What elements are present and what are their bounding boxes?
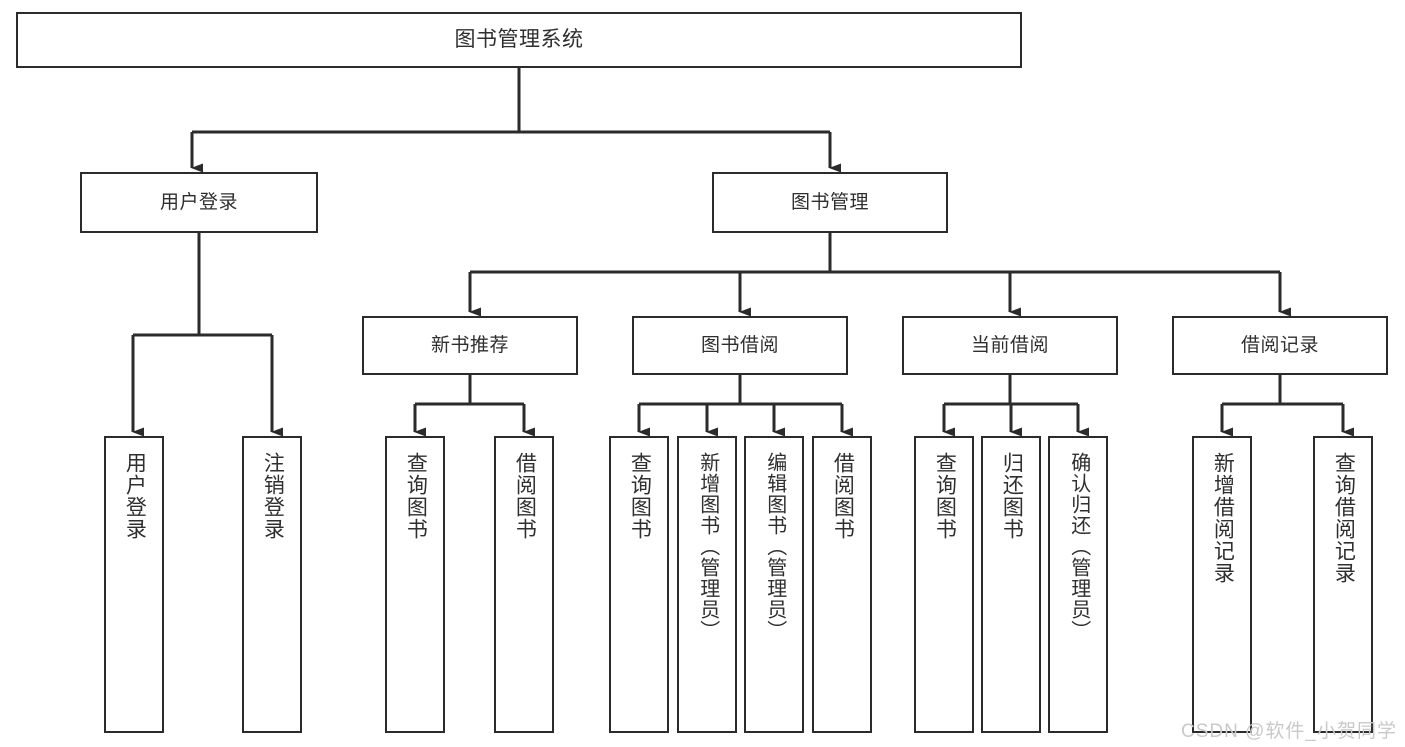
leaf-borrow-book-1[interactable]: 借阅图书: [494, 436, 554, 733]
node-current-borrow-label: 当前借阅: [970, 334, 1049, 356]
leaf-add-record[interactable]: 新增借阅记录: [1192, 436, 1252, 733]
leaf-user-login-label: 用户登录: [123, 452, 147, 540]
leaf-confirm-return[interactable]: 确认归还（管理员）: [1048, 436, 1108, 733]
leaf-query-book-2-label: 查询图书: [628, 452, 652, 540]
leaf-query-record-label: 查询借阅记录: [1332, 452, 1356, 584]
node-root-label: 图书管理系统: [454, 28, 584, 52]
leaf-user-logout-label: 注销登录: [261, 452, 285, 540]
leaf-confirm-return-label: 确认归还（管理员）: [1067, 452, 1090, 641]
leaf-query-book-1-label: 查询图书: [404, 452, 428, 540]
node-user-login[interactable]: 用户登录: [80, 172, 318, 233]
node-book-manage[interactable]: 图书管理: [712, 172, 948, 233]
leaf-add-book-label: 新增图书（管理员）: [696, 452, 719, 641]
node-new-book-recommend[interactable]: 新书推荐: [362, 316, 578, 375]
leaf-query-book-2[interactable]: 查询图书: [609, 436, 669, 733]
leaf-user-login[interactable]: 用户登录: [104, 436, 164, 733]
node-root[interactable]: 图书管理系统: [16, 12, 1022, 68]
node-user-login-label: 用户登录: [159, 191, 238, 213]
node-borrow-record[interactable]: 借阅记录: [1172, 316, 1388, 375]
leaf-query-book-3-label: 查询图书: [933, 452, 957, 540]
leaf-edit-book-label: 编辑图书（管理员）: [763, 452, 786, 641]
leaf-edit-book[interactable]: 编辑图书（管理员）: [744, 436, 804, 733]
node-current-borrow[interactable]: 当前借阅: [902, 316, 1118, 375]
leaf-add-book[interactable]: 新增图书（管理员）: [677, 436, 737, 733]
leaf-return-book-label: 归还图书: [1000, 452, 1024, 540]
leaf-user-logout[interactable]: 注销登录: [242, 436, 302, 733]
node-new-book-recommend-label: 新书推荐: [430, 334, 509, 356]
leaf-borrow-book-2[interactable]: 借阅图书: [812, 436, 872, 733]
node-book-borrow-label: 图书借阅: [700, 334, 779, 356]
node-book-borrow[interactable]: 图书借阅: [632, 316, 848, 375]
leaf-return-book[interactable]: 归还图书: [981, 436, 1041, 733]
leaf-add-record-label: 新增借阅记录: [1211, 452, 1235, 584]
leaf-query-book-3[interactable]: 查询图书: [914, 436, 974, 733]
node-borrow-record-label: 借阅记录: [1240, 334, 1319, 356]
leaf-borrow-book-1-label: 借阅图书: [513, 452, 537, 540]
node-book-manage-label: 图书管理: [790, 191, 869, 213]
leaf-query-book-1[interactable]: 查询图书: [385, 436, 445, 733]
leaf-query-record[interactable]: 查询借阅记录: [1313, 436, 1373, 733]
leaf-borrow-book-2-label: 借阅图书: [831, 452, 855, 540]
